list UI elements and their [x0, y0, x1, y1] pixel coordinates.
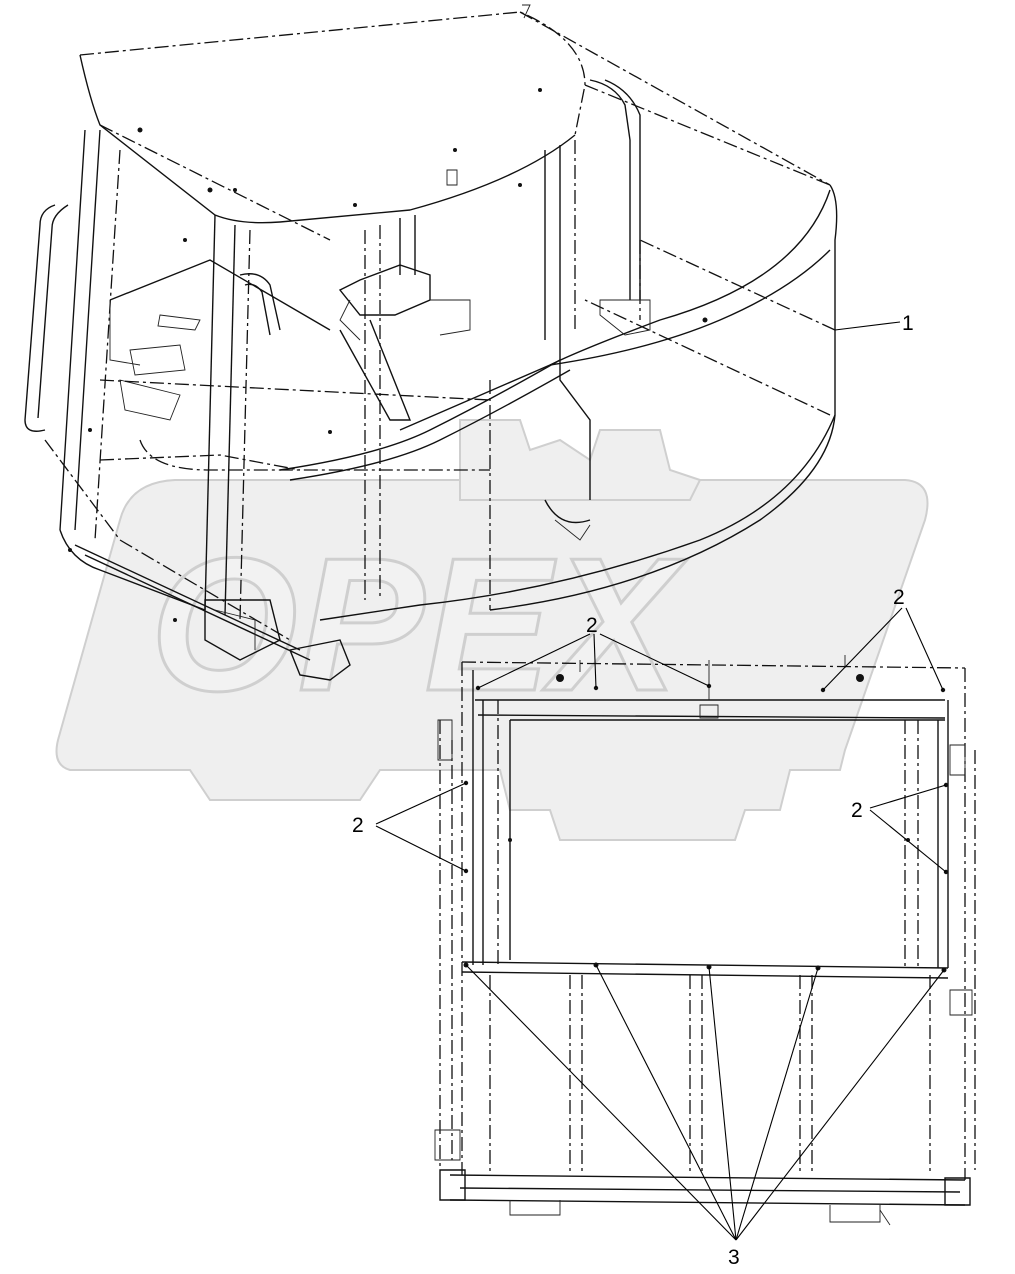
- callout-3: 3: [728, 1246, 740, 1269]
- watermark-gear-top-icon: [459, 419, 702, 501]
- watermark-text: OPEX: [150, 519, 688, 731]
- watermark: OPEX: [55, 419, 929, 841]
- callouts: 1 2 2 2 2 3: [352, 312, 914, 1269]
- cab-roof-shell: [24, 4, 838, 681]
- cab-frame-assembly: [434, 655, 976, 1226]
- leader-lines: [375, 321, 947, 1241]
- callout-2-top-right: 2: [893, 586, 905, 609]
- callout-2-left: 2: [352, 814, 364, 837]
- callout-2-right: 2: [851, 799, 863, 822]
- watermark-gear-icon: [55, 479, 929, 841]
- callout-1: 1: [902, 312, 914, 335]
- callout-2-top: 2: [586, 614, 598, 637]
